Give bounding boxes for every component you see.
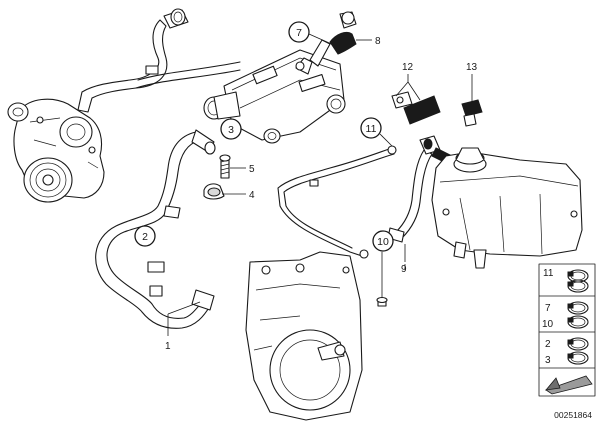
- callout-7: 7: [288, 21, 337, 47]
- label-5: 5: [230, 164, 255, 175]
- screw-9: [376, 296, 388, 307]
- vent-hose-10: [387, 135, 453, 243]
- label-9: 9: [381, 244, 407, 298]
- label-13: 13: [466, 62, 478, 102]
- svg-text:8: 8: [375, 36, 381, 47]
- lower-coolant-hose: [95, 129, 216, 329]
- callout-11: 11: [360, 117, 393, 147]
- callout-3: 3: [220, 118, 242, 140]
- legend-row-7-10: 7 10: [542, 301, 589, 330]
- svg-text:2: 2: [545, 339, 551, 350]
- label-12: 12: [395, 62, 421, 101]
- svg-text:1: 1: [165, 341, 171, 352]
- svg-text:3: 3: [545, 355, 551, 366]
- hose-elbow-6: [329, 11, 357, 55]
- clip-13: [461, 99, 483, 127]
- svg-text:3: 3: [228, 124, 234, 136]
- svg-text:10: 10: [377, 236, 389, 248]
- hose-clip-4: [203, 183, 225, 200]
- svg-text:12: 12: [402, 62, 414, 73]
- label-1: 1: [165, 301, 201, 352]
- svg-text:7: 7: [545, 303, 551, 314]
- document-id: 00251864: [554, 410, 592, 420]
- expansion-tank: [431, 147, 583, 269]
- svg-text:7: 7: [296, 27, 302, 39]
- callout-2: 2: [134, 225, 156, 247]
- label-4: 4: [222, 190, 255, 201]
- svg-text:11: 11: [366, 123, 377, 135]
- svg-text:5: 5: [249, 164, 255, 175]
- upper-coolant-hose: [77, 8, 241, 113]
- timing-cover: [245, 251, 363, 421]
- callout-10: 10: [372, 230, 394, 252]
- bolt-5: [219, 154, 231, 179]
- svg-text:4: 4: [249, 190, 255, 201]
- parts-legend: 11 7 10 2 3: [538, 263, 596, 397]
- vent-line: [277, 145, 397, 259]
- svg-text:10: 10: [542, 319, 554, 330]
- bracket-12: [391, 91, 441, 125]
- svg-text:13: 13: [466, 62, 478, 73]
- legend-arrow-icon: [545, 375, 593, 395]
- svg-text:11: 11: [543, 268, 554, 279]
- legend-row-2-3: 2 3: [545, 337, 589, 366]
- svg-text:2: 2: [142, 231, 148, 243]
- legend-row-11: 11: [543, 268, 589, 293]
- svg-text:9: 9: [401, 264, 407, 275]
- water-pump: [7, 98, 105, 203]
- label-8: 8: [356, 36, 381, 47]
